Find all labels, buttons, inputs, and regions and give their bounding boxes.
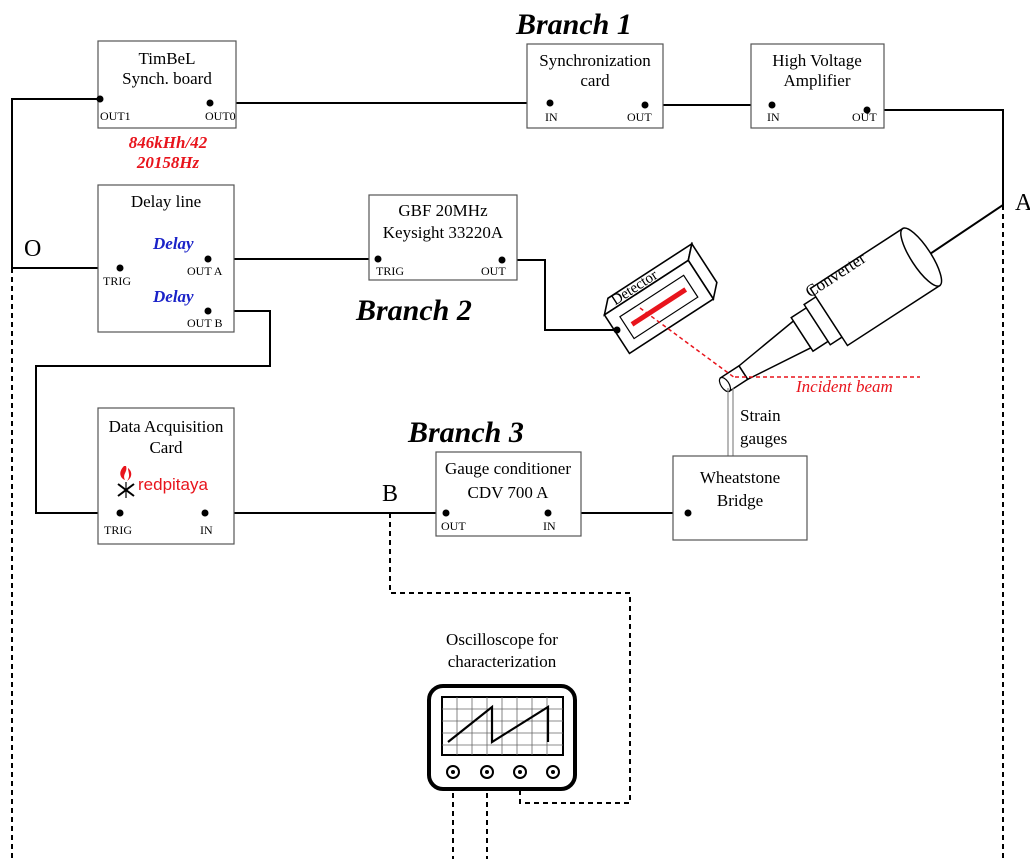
strain-gauges-label-1: Strain	[740, 406, 781, 425]
wire-gbf-out-to-detector	[502, 259, 617, 331]
wire-out1-to-delay-trig	[11, 98, 120, 269]
daq-title-1: Data Acquisition	[109, 417, 224, 436]
daq-trig-port	[116, 509, 124, 517]
daq-in-port	[201, 509, 209, 517]
node-a-label: A	[1015, 190, 1030, 216]
timbel-freq-2: 20158Hz	[136, 153, 200, 172]
detector: Detector	[603, 241, 718, 355]
delay-outb-port	[204, 307, 212, 315]
converter	[718, 227, 943, 393]
oscilloscope-grid	[442, 697, 563, 755]
hv-in-port	[768, 101, 776, 109]
oscilloscope-screen	[441, 696, 564, 756]
gauge-out-label: OUT	[441, 519, 466, 533]
wheatstone-title-1: Wheatstone	[700, 468, 780, 487]
timbel-freq-1: 846kHh/42	[129, 133, 208, 152]
gbf-out-label: OUT	[481, 264, 506, 278]
timbel-title-2: Synch. board	[122, 69, 212, 88]
gauge-title-2: CDV 700 A	[468, 483, 550, 502]
sync-out-port	[641, 101, 649, 109]
timbel-out0-port	[206, 99, 214, 107]
timbel-out0-label: OUT0	[205, 109, 236, 123]
wheatstone-port	[684, 509, 692, 517]
delay-outa-port	[204, 255, 212, 263]
hv-out-port	[863, 106, 871, 114]
hv-out-label: OUT	[852, 110, 877, 124]
gauge-out-port	[442, 509, 450, 517]
hv-title-2: Amplifier	[783, 71, 850, 90]
delay-trig-label: TRIG	[103, 274, 131, 288]
delay-line: Delay line Delay Delay TRIG OUT A OUT B	[97, 184, 235, 333]
daq-in-label: IN	[200, 523, 213, 537]
redpitaya-logo-text: redpitaya	[138, 475, 208, 494]
incident-beam-label: Incident beam	[795, 377, 893, 396]
wheatstone-bridge: Wheatstone Bridge	[672, 455, 808, 541]
beam-to-detector	[639, 307, 736, 379]
wires	[11, 98, 1004, 514]
delay-b-label: Delay	[152, 287, 194, 306]
branch2-title: Branch 2	[355, 294, 472, 327]
sync-title-1: Synchronization	[539, 51, 651, 70]
daq-trig-label: TRIG	[104, 523, 132, 537]
node-b-label: B	[382, 481, 398, 507]
sync-in-port	[546, 99, 554, 107]
delay-a-label: Delay	[152, 234, 194, 253]
delay-trig-port	[116, 264, 124, 272]
gbf-out-port	[498, 256, 506, 264]
oscilloscope	[427, 684, 577, 791]
wire-delay-outb-to-daq-trig	[35, 310, 271, 514]
delay-outa-label: OUT A	[187, 264, 223, 278]
gauge-in-label: IN	[543, 519, 556, 533]
wire-hv-out-to-converter	[867, 109, 1004, 267]
gauge-conditioner: Gauge conditioner CDV 700 A OUT IN	[435, 451, 582, 537]
delay-line-title: Delay line	[131, 192, 201, 211]
oscilloscope-title-1: Oscilloscope for	[446, 630, 558, 649]
timbel-title-1: TimBeL	[138, 49, 195, 68]
oscilloscope-sawtooth	[447, 704, 550, 744]
sync-in-label: IN	[545, 110, 558, 124]
synchronization-card: Synchronization card IN OUT	[526, 43, 664, 129]
gauge-title-1: Gauge conditioner	[445, 459, 571, 478]
delay-outb-label: OUT B	[187, 316, 222, 330]
daq-title-2: Card	[149, 438, 183, 457]
branch1-title: Branch 1	[515, 8, 632, 41]
beam-lines	[639, 307, 920, 379]
gbf-trig-port	[374, 255, 382, 263]
data-acquisition-card: Data Acquisition Card redpitaya TRIG IN	[97, 407, 235, 545]
timbel-board: TimBeL Synch. board OUT1 OUT0	[96, 40, 237, 129]
sync-out-label: OUT	[627, 110, 652, 124]
timbel-out1-port	[96, 95, 104, 103]
detector-port	[613, 326, 621, 334]
gbf-title-2: Keysight 33220A	[383, 223, 504, 242]
timbel-out1-label: OUT1	[100, 109, 131, 123]
gbf-title-1: GBF 20MHz	[398, 201, 488, 220]
oscilloscope-title-2: characterization	[448, 652, 557, 671]
gauge-in-port	[544, 509, 552, 517]
high-voltage-amplifier: High Voltage Amplifier IN OUT	[750, 43, 885, 129]
wheatstone-title-2: Bridge	[717, 491, 763, 510]
hv-title-1: High Voltage	[772, 51, 862, 70]
dashed-b-to-scope	[389, 513, 631, 804]
redpitaya-logo: redpitaya	[117, 466, 208, 498]
gbf-trig-label: TRIG	[376, 264, 404, 278]
hv-in-label: IN	[767, 110, 780, 124]
gbf-generator: GBF 20MHz Keysight 33220A TRIG OUT	[368, 194, 518, 281]
branch3-title: Branch 3	[407, 416, 524, 449]
sync-title-2: card	[580, 71, 610, 90]
strain-gauges-label-2: gauges	[740, 429, 787, 448]
strain-gauge-wires	[727, 388, 734, 456]
node-o-label: O	[24, 236, 41, 262]
